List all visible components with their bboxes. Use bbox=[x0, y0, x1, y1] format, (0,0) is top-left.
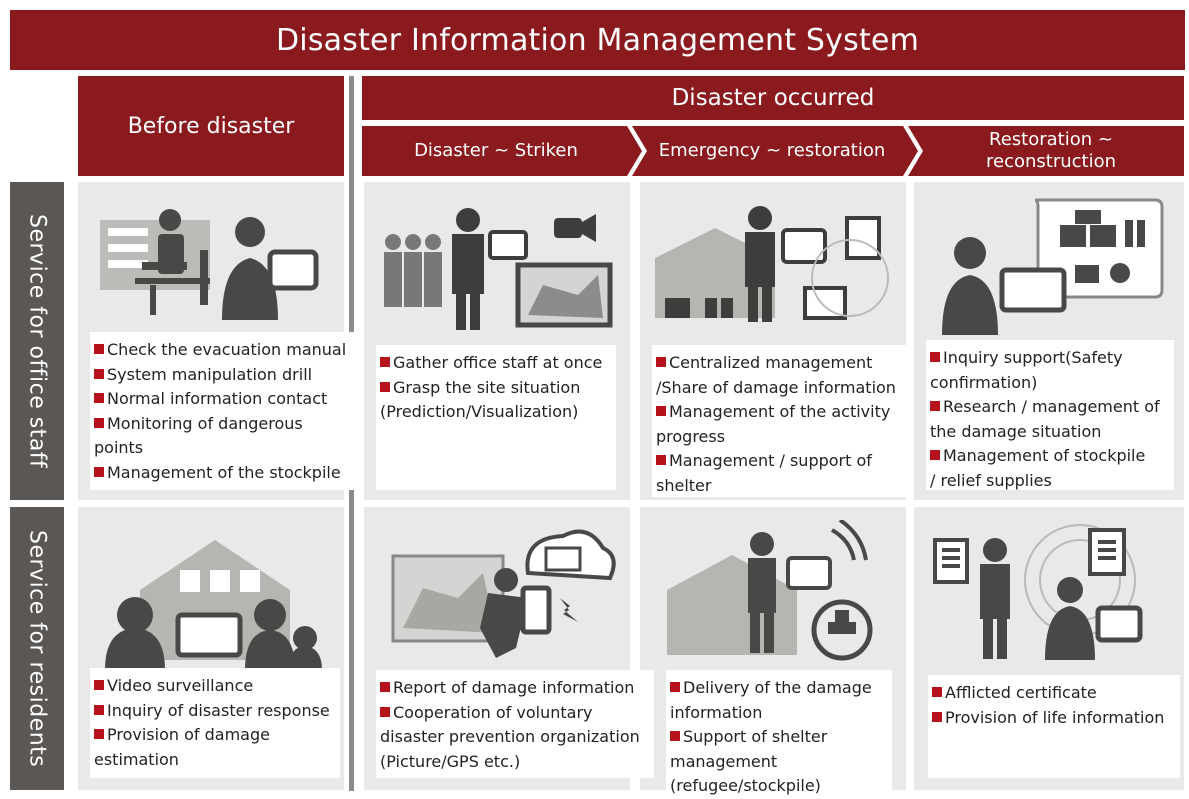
staff-gathering-camera-map-icon bbox=[384, 208, 613, 330]
bullet-icon bbox=[380, 706, 390, 717]
phase-label-emergency: Emergency ~ restoration bbox=[658, 140, 886, 161]
bullet-icon bbox=[380, 682, 390, 692]
list-item: Gather office staff at once bbox=[380, 351, 612, 376]
list-item: Research / management of bbox=[930, 395, 1170, 420]
list-item: (Prediction/Visualization) bbox=[380, 402, 579, 421]
bullet-icon bbox=[94, 393, 104, 403]
list-item: shelter bbox=[656, 475, 712, 495]
text-res-striken: Report of damage information Cooperation… bbox=[376, 670, 654, 778]
text-office-emergency: Centralized management /Share of damage … bbox=[652, 345, 914, 497]
bullet-icon bbox=[656, 406, 666, 416]
header-disaster-occurred: Disaster occurred bbox=[362, 76, 1184, 120]
list-item: the damage situation bbox=[930, 421, 1102, 441]
bullet-icon bbox=[94, 680, 104, 690]
list-item: Management of the activity bbox=[656, 400, 910, 425]
text-res-restoration: Afflicted certificate Provision of life … bbox=[928, 675, 1180, 778]
text-res-emergency: Delivery of the damage information Suppo… bbox=[666, 670, 892, 795]
worker-shelter-delivery-icon bbox=[667, 520, 873, 661]
list-item: management bbox=[670, 751, 778, 771]
row-label-office-staff: Service for office staff bbox=[10, 182, 64, 500]
phase-label-restoration: Restoration ~ reconstruction bbox=[918, 126, 1184, 176]
bullet-icon bbox=[932, 687, 942, 697]
list-item: (Picture/GPS etc.) bbox=[380, 751, 521, 771]
bullet-icon bbox=[380, 357, 390, 367]
bullet-icon bbox=[670, 731, 680, 741]
bullet-icon bbox=[656, 357, 666, 367]
list-item: Delivery of the damage bbox=[670, 676, 888, 701]
list-item: Monitoring of dangerous points bbox=[94, 413, 303, 457]
phase-arrows bbox=[362, 126, 1184, 176]
list-item: Inquiry of disaster response bbox=[94, 699, 336, 724]
list-item: / relief supplies bbox=[930, 470, 1052, 490]
phase-label-restoration-line2: reconstruction bbox=[985, 151, 1117, 172]
list-item: Afflicted certificate bbox=[932, 681, 1176, 706]
bullet-icon bbox=[656, 455, 666, 465]
list-item: System manipulation drill bbox=[94, 363, 354, 388]
list-item: progress bbox=[656, 426, 726, 446]
list-item: Video surveillance bbox=[94, 674, 336, 699]
text-office-restoration: Inquiry support(Safety confirmation) Res… bbox=[926, 340, 1174, 490]
text-res-before: Video surveillance Inquiry of disaster r… bbox=[90, 668, 340, 778]
bullet-icon bbox=[932, 711, 942, 722]
bullet-icon bbox=[930, 450, 940, 460]
list-item: confirmation) bbox=[930, 372, 1038, 392]
list-item: Provision of life information bbox=[932, 706, 1176, 731]
list-item: Management of the stockpile bbox=[94, 461, 354, 486]
list-item: Management / support of bbox=[656, 449, 910, 474]
bullet-icon bbox=[94, 417, 104, 428]
phase-arrow-3 bbox=[908, 126, 1184, 176]
phase-arrow-2 bbox=[632, 126, 918, 176]
bullet-icon bbox=[930, 352, 940, 362]
list-item: (refugee/stockpile) bbox=[670, 776, 821, 795]
worker-building-documents-icon bbox=[655, 206, 889, 322]
list-item: disaster prevention organization bbox=[380, 727, 640, 746]
resident-reporting-phone-icon bbox=[391, 529, 616, 658]
list-item: estimation bbox=[94, 749, 179, 769]
header-before-disaster: Before disaster bbox=[78, 76, 344, 176]
list-item: Support of shelter bbox=[670, 725, 888, 750]
bullet-icon bbox=[380, 381, 390, 392]
list-item: Inquiry support(Safety bbox=[930, 346, 1170, 371]
row-label-residents: Service for residents bbox=[10, 507, 64, 790]
list-item: Check the evacuation manual bbox=[94, 338, 354, 363]
list-item: Normal information contact bbox=[94, 387, 354, 412]
list-item: Grasp the site situation bbox=[380, 376, 612, 401]
list-item: Report of damage information bbox=[380, 676, 650, 701]
phase-arrow-1 bbox=[362, 126, 642, 176]
operator-headset-stockpile-icon bbox=[942, 198, 1164, 335]
bullet-icon bbox=[94, 344, 104, 354]
list-item: Centralized management bbox=[656, 351, 910, 376]
bullet-icon bbox=[94, 466, 104, 477]
list-item: Provision of damage bbox=[94, 723, 336, 748]
bullet-icon bbox=[94, 368, 104, 379]
family-house-tablet-icon bbox=[105, 540, 322, 670]
list-item: information bbox=[670, 702, 763, 722]
staff-at-desk-with-tablet-icon bbox=[100, 209, 319, 320]
bullet-icon bbox=[94, 704, 104, 715]
bullet-icon bbox=[670, 682, 680, 692]
list-item: Management of stockpile bbox=[930, 444, 1170, 469]
phase-bar: Disaster ~ Striken Emergency ~ restorati… bbox=[362, 126, 1184, 176]
text-office-striken: Gather office staff at once Grasp the si… bbox=[376, 345, 616, 490]
text-office-before: Check the evacuation manual System manip… bbox=[90, 332, 358, 490]
phase-label-striken: Disaster ~ Striken bbox=[414, 140, 578, 161]
page-title: Disaster Information Management System bbox=[10, 10, 1185, 70]
bullet-icon bbox=[930, 401, 940, 411]
bullet-icon bbox=[94, 729, 104, 739]
list-item: /Share of damage information bbox=[656, 377, 896, 397]
phase-label-restoration-line1: Restoration ~ bbox=[989, 129, 1113, 150]
person-certificate-documents-icon bbox=[933, 524, 1143, 660]
list-item: Cooperation of voluntary bbox=[380, 701, 650, 726]
